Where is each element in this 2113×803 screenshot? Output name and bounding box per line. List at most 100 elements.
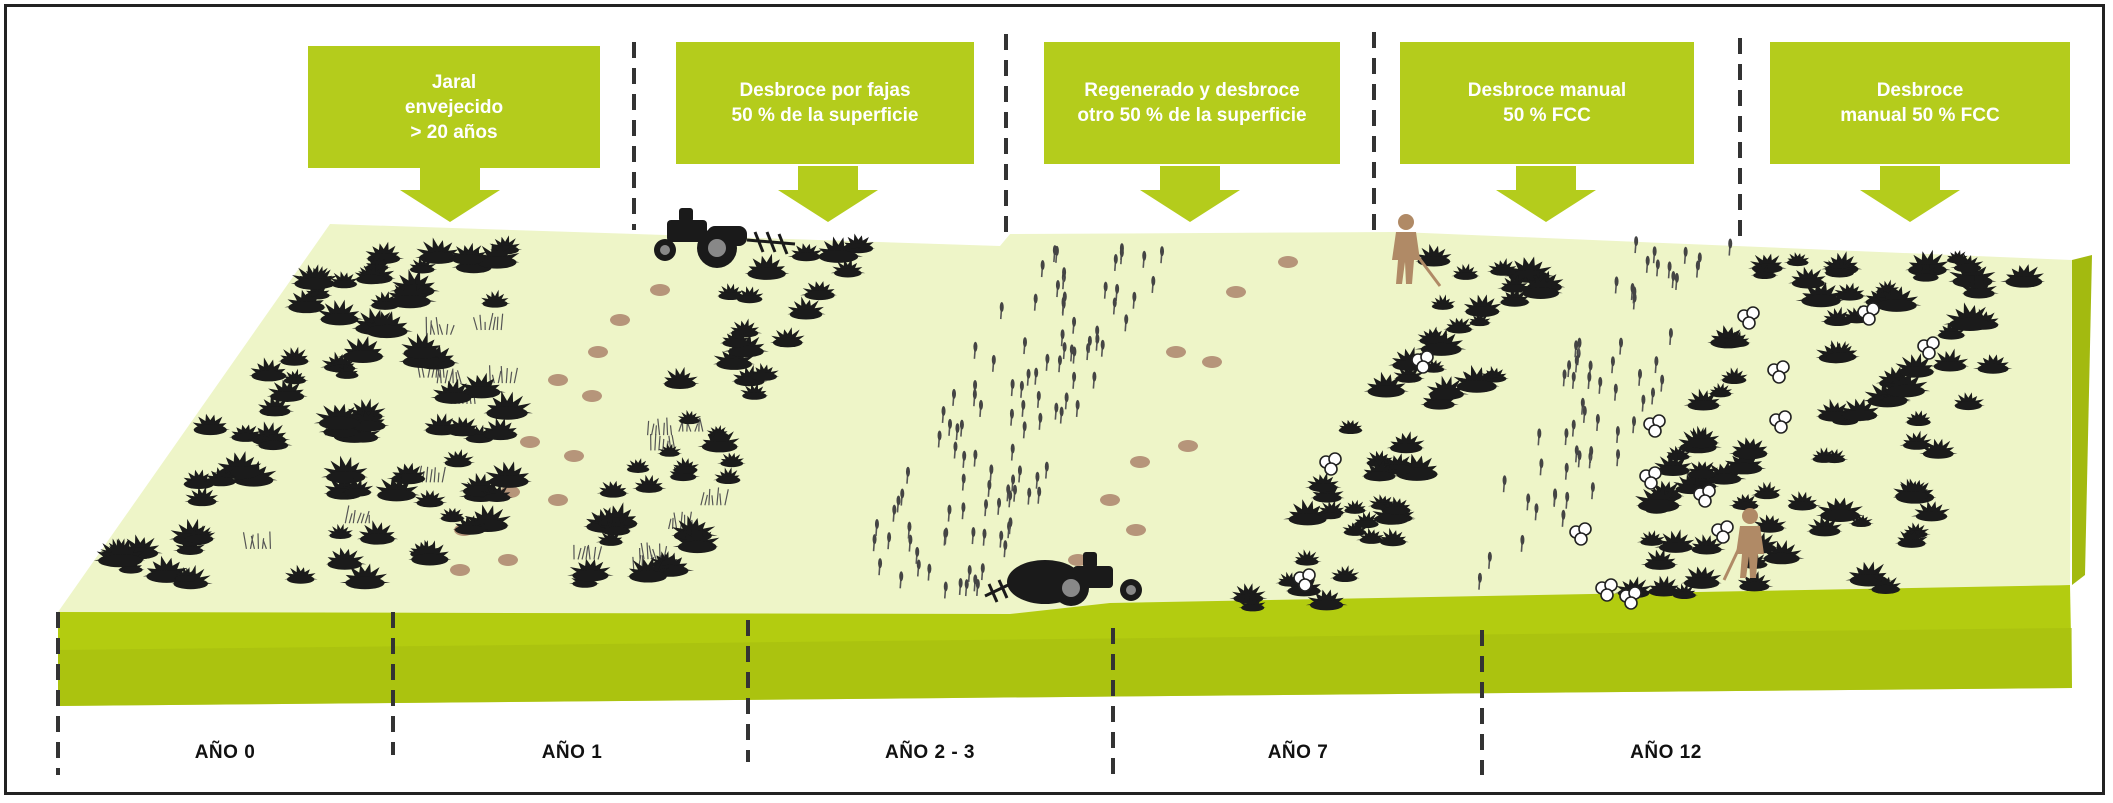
seedling-icon — [953, 441, 958, 459]
seedling-icon — [1072, 316, 1077, 334]
stump-icon — [1100, 494, 1120, 506]
seedling-icon — [1057, 355, 1062, 373]
stump-icon — [1166, 346, 1186, 358]
stump-icon — [548, 374, 568, 386]
seedling-icon — [1577, 450, 1582, 468]
stump-icon — [610, 314, 630, 326]
seedling-icon — [947, 504, 952, 522]
shrub-icon — [1760, 540, 1805, 565]
grass-icon — [646, 417, 673, 436]
shrub-icon — [183, 525, 216, 544]
callout-stage-2: Regenerado y desbroce otro 50 % de la su… — [1044, 42, 1340, 164]
seedling-icon — [967, 564, 972, 583]
seedling-icon — [1036, 390, 1041, 408]
stump-icon — [450, 564, 470, 576]
seedling-icon — [1668, 327, 1673, 346]
ground-right-edge — [2072, 255, 2092, 585]
shrub-icon — [1953, 392, 1985, 411]
seedling-icon — [1564, 462, 1569, 480]
grass-icon — [668, 511, 694, 530]
seedling-icon — [1571, 419, 1576, 437]
shrub-icon — [1686, 461, 1721, 479]
shrub-icon — [717, 283, 745, 301]
seedling-icon — [1641, 394, 1646, 412]
seedling-icon — [937, 430, 942, 448]
shrub-icon — [357, 520, 399, 545]
seedling-icon — [948, 418, 953, 436]
seedling-icon — [1520, 534, 1525, 552]
shrub-icon — [458, 372, 506, 399]
shrub-icon — [1750, 263, 1779, 280]
shrub-icon — [672, 526, 720, 554]
seedling-icon — [915, 546, 920, 564]
seedling-icon — [1477, 572, 1482, 590]
shrub-icon — [401, 332, 442, 359]
stump-icon — [548, 494, 568, 506]
seedling-icon — [1564, 428, 1569, 446]
seedling-icon — [962, 450, 967, 468]
shrub-icon — [1683, 388, 1722, 411]
seedling-icon — [1632, 416, 1637, 434]
seedling-icon — [1011, 474, 1016, 492]
stage-dividers — [56, 32, 1742, 775]
seedling-icon — [1728, 238, 1733, 256]
shrub-icon — [744, 253, 790, 280]
grass-icon — [472, 312, 504, 331]
shrub-icon — [1788, 266, 1828, 289]
mushroom-icon — [1917, 336, 1940, 360]
seedling-icon — [1026, 368, 1031, 386]
shrub-icon — [325, 547, 367, 570]
mushrooms-layer — [1293, 302, 1940, 610]
seedling-icon — [964, 579, 969, 597]
seedling-icon — [971, 527, 976, 545]
seedling-icon — [1027, 487, 1032, 505]
seedling-icon — [1561, 509, 1566, 527]
shrub-icon — [1415, 243, 1452, 267]
seedling-icon — [1589, 445, 1594, 464]
seedling-icon — [1095, 333, 1100, 351]
seedling-icon — [1060, 329, 1065, 347]
shrub-icon — [1904, 410, 1932, 426]
seedling-icon — [1035, 471, 1040, 489]
seedling-icon — [972, 389, 977, 407]
grass-icon — [416, 361, 445, 378]
arrow-down-icon — [1140, 166, 1240, 222]
seedling-icon — [961, 473, 966, 491]
shrub-icon — [713, 467, 742, 484]
seedling-icon — [1553, 489, 1558, 507]
seedling-icon — [1667, 261, 1672, 279]
shrub-icon — [1848, 514, 1874, 527]
arrow-down-icon — [1496, 166, 1596, 222]
shrub-icon — [471, 243, 520, 269]
shrub-icon — [595, 531, 624, 546]
shrub-icon — [1463, 294, 1502, 318]
seedling-icon — [1539, 458, 1544, 476]
shrub-icon — [1783, 252, 1810, 267]
shrub-icon — [717, 452, 746, 468]
seedling-icon — [987, 479, 992, 497]
seedling-icon — [1019, 380, 1024, 398]
shrub-icon — [697, 430, 740, 453]
shrub-icon — [1973, 354, 2013, 374]
seedling-icon — [1574, 355, 1579, 373]
seedling-icon — [955, 423, 960, 441]
shrub-icon — [248, 357, 288, 382]
year-label-0: AÑO 0 — [194, 742, 256, 763]
seedling-icon — [1634, 236, 1639, 254]
shrub-icon — [1317, 506, 1344, 520]
grass-icon — [344, 505, 370, 524]
seedling-icon — [1055, 280, 1060, 298]
seedling-icon — [1124, 314, 1129, 332]
shrub-icon — [1871, 284, 1922, 312]
shrub-icon — [1654, 529, 1696, 553]
shrub-icon — [483, 461, 532, 488]
shrub-icon — [1943, 302, 1994, 331]
shrub-icon — [1815, 497, 1865, 523]
shrub-icon — [1737, 571, 1774, 592]
shrub-icon — [1687, 534, 1726, 555]
shrub-icon — [1728, 437, 1769, 460]
seedling-icon — [1595, 413, 1600, 431]
shrub-icon — [1895, 529, 1928, 548]
seedling-icon — [1650, 387, 1655, 405]
